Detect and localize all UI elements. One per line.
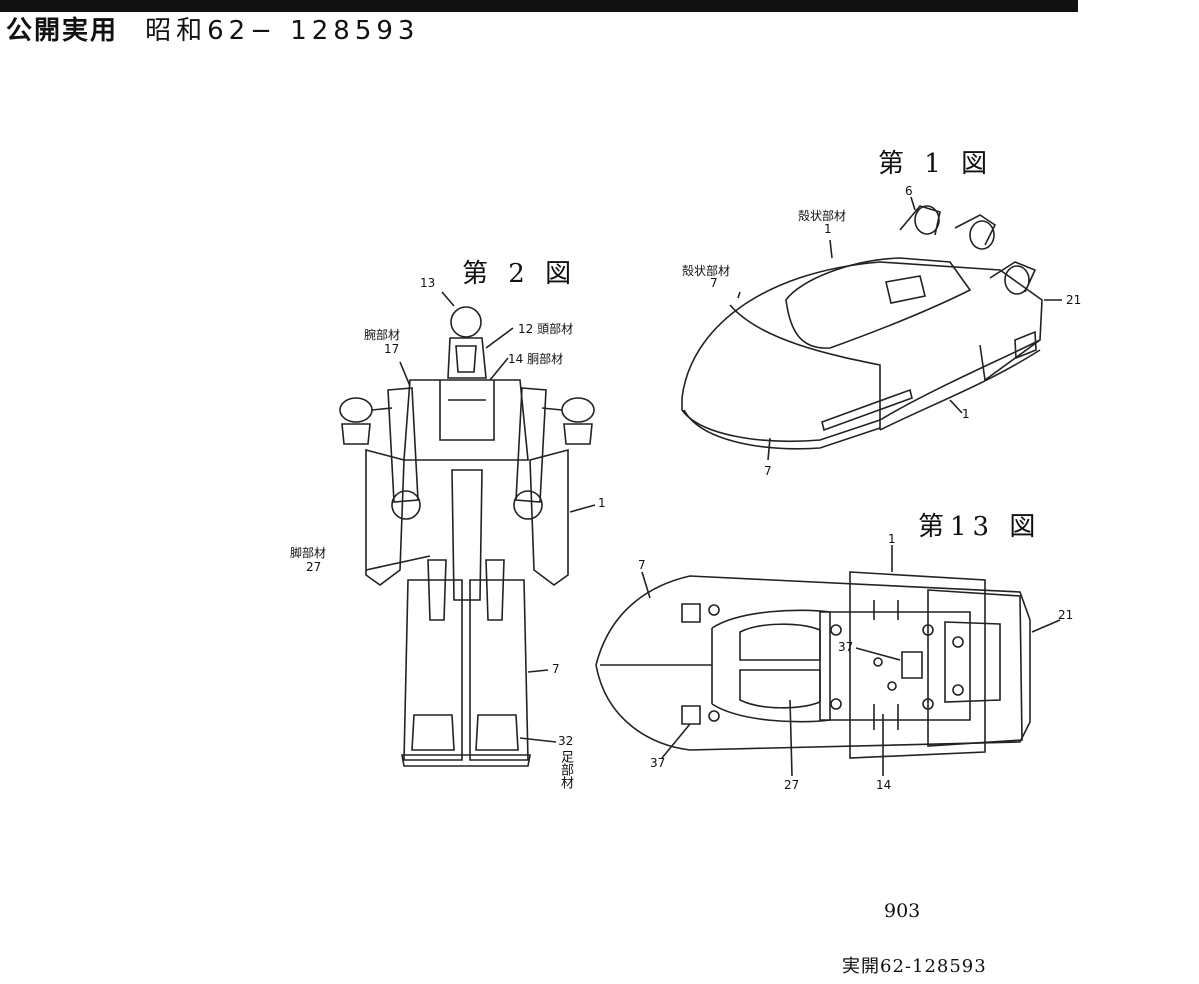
fig2-label-arm: 腕部材 — [364, 328, 401, 342]
fig1-label-shell-1: 殻状部材 — [798, 209, 847, 223]
fig2-label-leg: 脚部材 — [290, 546, 327, 560]
fig13-number-1: 1 — [888, 532, 896, 546]
fig2-number-7: 7 — [552, 662, 560, 676]
fig2-label-head: 12 頭部材 — [518, 322, 574, 336]
fig1-label-shell-7: 殻状部材 — [682, 264, 731, 278]
fig13-number-7: 7 — [638, 558, 646, 572]
fig2-number-32: 32 — [558, 734, 574, 748]
fig2-label-torso: 14 胴部材 — [508, 352, 564, 366]
publication-serial: 128593 — [290, 16, 420, 46]
publication-label: 公開実用 — [6, 16, 119, 46]
fig2-number-17: 17 — [384, 342, 400, 356]
fig1-number-1: 1 — [824, 222, 832, 236]
fig1-number-7: 7 — [710, 276, 718, 290]
fig1-boat-drawing — [681, 196, 1062, 461]
publication-header: 公開実用 昭和62− 128593 — [6, 10, 419, 47]
fig13-title: 第13 図 — [918, 512, 1042, 542]
fig2-number-27: 27 — [306, 560, 322, 574]
fig2-title: 第 2 図 — [462, 259, 578, 289]
publication-number: 昭和62− 128593 — [145, 16, 419, 46]
fig1-number-6: 6 — [905, 184, 913, 198]
fig13-number-14: 14 — [876, 778, 892, 792]
fig13-number-37-center: 37 — [838, 640, 854, 654]
fig13-number-27: 27 — [784, 778, 800, 792]
publication-era: 昭和62− — [145, 16, 277, 46]
fig13-number-21: 21 — [1058, 608, 1074, 622]
fig2-number-13: 13 — [420, 276, 436, 290]
fig2-label-foot: 足部材 — [558, 750, 573, 789]
fig1-number-7-hull: 7 — [764, 464, 772, 478]
footer-publication-number: 実開62-128593 — [842, 956, 987, 977]
fig1-title: 第 1 図 — [878, 149, 994, 179]
fig2-robot-drawing — [339, 291, 596, 767]
top-border-bar — [0, 0, 1078, 12]
fig2-number-1: 1 — [598, 496, 606, 510]
page-number: 903 — [884, 900, 921, 922]
fig1-number-21: 21 — [1066, 293, 1082, 307]
fig13-bottom-drawing — [595, 545, 1061, 777]
fig13-number-37-side: 37 — [650, 756, 666, 770]
fig1-number-1-hull: 1 — [962, 407, 970, 421]
